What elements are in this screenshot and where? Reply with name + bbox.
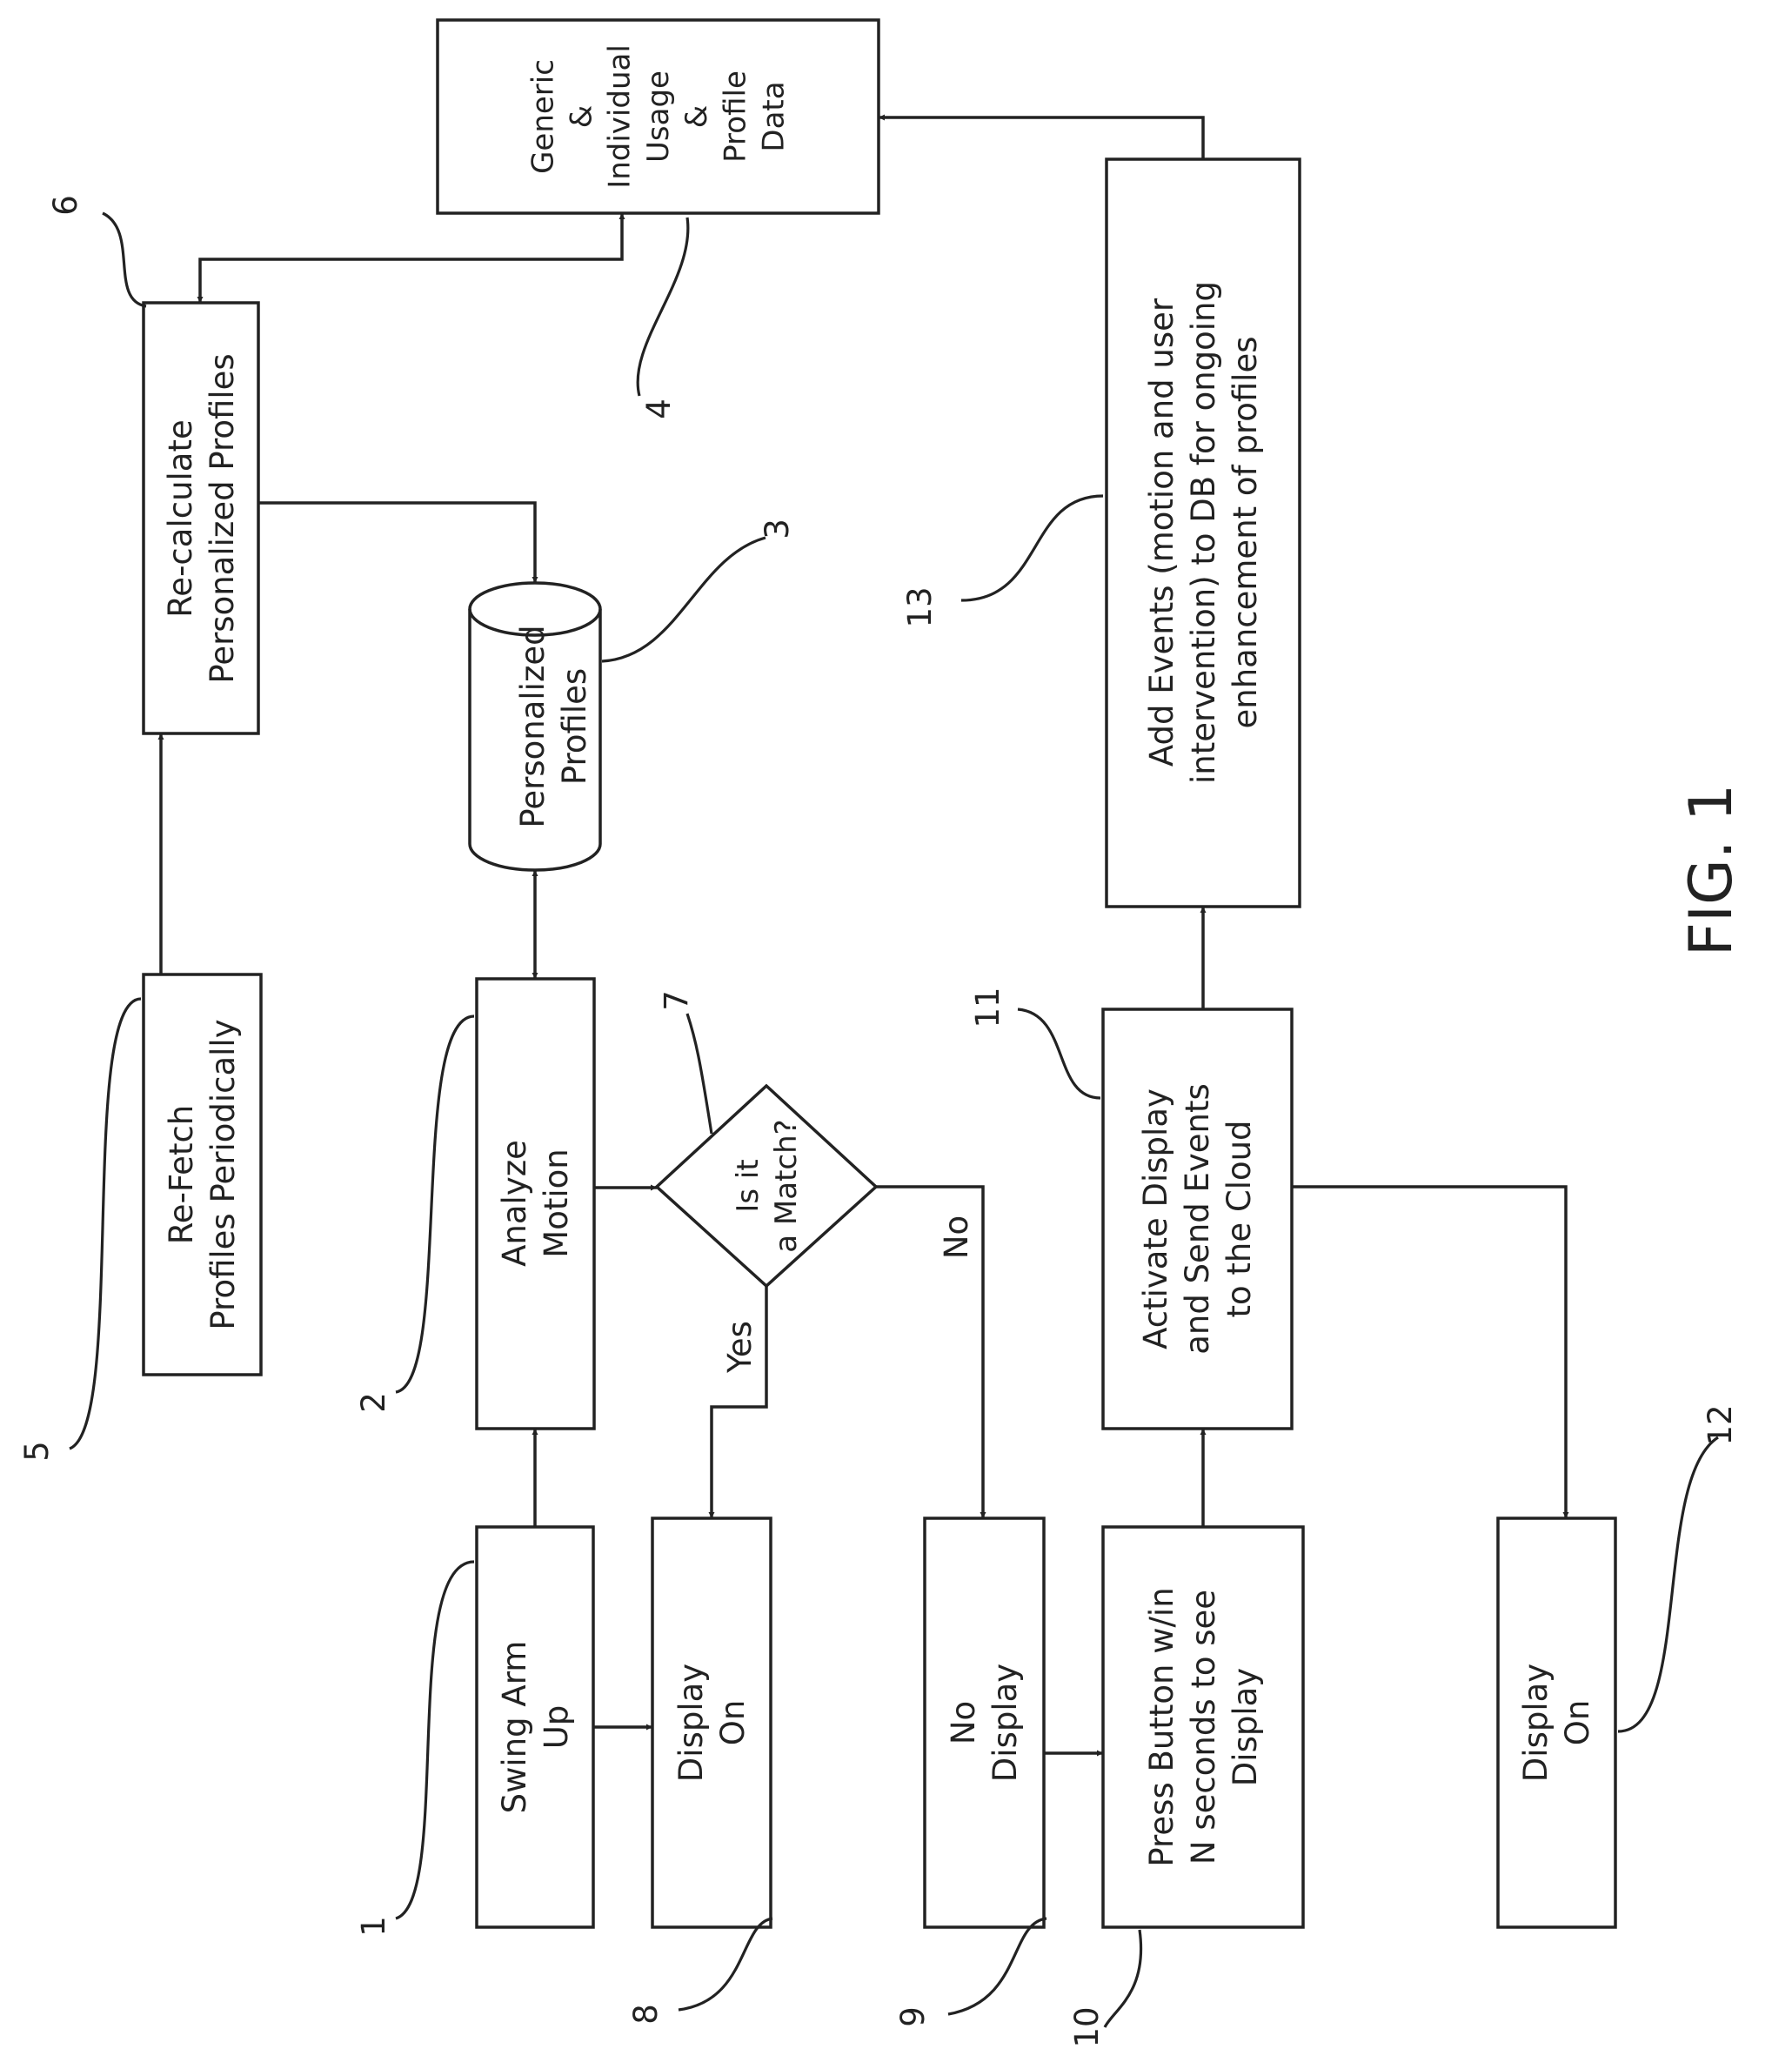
node-label-line: Display [986,1664,1024,1782]
leader-6 [103,213,146,306]
node-label-line: enhancement of profiles [1227,337,1264,729]
node-label-line: Is it [731,1159,766,1212]
node-press-button: Press Button w/inN seconds to seeDisplay [1103,1527,1303,1927]
leader-1 [396,1562,474,1918]
node-label-line: Usage [641,70,676,163]
leader-4 [638,218,688,396]
node-label-line: On [714,1700,752,1746]
leader-3 [602,538,766,661]
ref-11: 11 [969,987,1006,1028]
ref-9: 9 [894,2006,932,2027]
node-label-line: Analyze [496,1140,533,1267]
node-label-line: Personalized [514,625,552,827]
ref-13: 13 [901,586,939,627]
leader-10 [1105,1930,1141,2027]
leader-9 [948,1918,1046,2014]
node-label-line: to the Cloud [1220,1120,1258,1317]
node-is-it-a-match-decision: Is ita Match? [657,1086,876,1286]
node-label-line: On [1559,1700,1596,1746]
node-label-line: Motion [538,1148,575,1257]
node-label-line: Profiles [556,668,593,785]
connectors [161,117,1566,1753]
leader-8 [679,1918,772,2010]
arrow-activate-to-display-on [1292,1187,1566,1518]
ref-3: 3 [759,519,796,539]
node-label-line: intervention) to DB for ongoing [1185,281,1222,784]
node-label-line: Re-Fetch [163,1105,200,1244]
node-label-line: and Send Events [1179,1083,1216,1355]
ref-1: 1 [355,1916,392,1937]
ref-2: 2 [355,1392,392,1413]
node-re-calculate-profiles: Re-calculatePersonalized Profiles [144,303,258,733]
node-label-line: No [945,1701,982,1744]
arrow-add-events-to-data [879,117,1203,159]
node-display-on-final: DisplayOn [1498,1518,1615,1927]
figure-label: FIG. 1 [1677,784,1746,956]
node-label-line: Personalized Profiles [204,353,241,683]
node-label-line: Re-calculate [162,419,199,617]
node-label-line: Swing Arm [496,1641,533,1814]
node-label-line: Add Events (motion and user [1143,298,1180,767]
ref-4: 4 [640,398,678,419]
node-label-line: Display [672,1664,710,1782]
node-add-events: Add Events (motion and userintervention)… [1107,159,1300,907]
leader-2 [396,1016,474,1392]
node-activate-display-label: Activate Displayand Send Eventsto the Cl… [1137,1083,1258,1355]
ref-12: 12 [1702,1404,1739,1445]
leader-5 [70,999,141,1449]
leader-12 [1618,1437,1718,1731]
reference-numerals: 1 2 3 4 5 6 7 8 9 10 11 12 13 [18,195,1739,2047]
node-label-line: Press Button w/in [1143,1587,1180,1866]
node-display-on-yes: DisplayOn [652,1518,771,1927]
arrow-recalculate-data-bidirectional [200,213,622,303]
node-analyze-motion: AnalyzeMotion [477,979,594,1429]
node-label-line: & [679,105,714,129]
leader-13 [961,496,1103,600]
node-label-line: Profile [718,70,752,163]
node-re-fetch-profiles: Re-FetchProfiles Periodically [144,974,261,1375]
ref-8: 8 [627,2004,665,2025]
node-label-line: Display [1227,1668,1264,1786]
node-label-line: N seconds to see [1185,1590,1222,1865]
node-label-line: Profiles Periodically [204,1019,242,1329]
node-label-line: Display [1517,1664,1555,1782]
node-swing-arm-up: Swing ArmUp [477,1527,593,1927]
node-label-line: Up [538,1705,575,1750]
leader-11 [1018,1009,1100,1098]
node-personalized-profiles-database: PersonalizedProfiles [470,583,600,870]
ref-10: 10 [1068,2006,1106,2047]
node-usage-profile-data: Generic&IndividualUsage&ProfileData [438,20,879,213]
node-label-line: Data [757,81,792,151]
node-activate-display: Activate Displayand Send Eventsto the Cl… [1103,1009,1292,1429]
ref-6: 6 [47,195,84,216]
ref-5: 5 [18,1441,56,1462]
node-no-display: NoDisplay [925,1518,1044,1927]
node-label-line: & [565,105,599,129]
node-add-events-label: Add Events (motion and userintervention)… [1143,281,1264,784]
arrow-decision-yes [712,1286,766,1518]
node-label-line: Individual [603,44,638,189]
leader-7 [687,1014,712,1134]
edge-label-yes: Yes [721,1321,759,1374]
arrow-recalculate-to-profiles [257,503,535,583]
node-label-line: Generic [525,59,560,174]
node-label-line: Activate Display [1137,1088,1174,1349]
node-label-line: a Match? [769,1119,804,1252]
ref-7: 7 [658,990,695,1011]
edge-label-no: No [938,1215,975,1259]
